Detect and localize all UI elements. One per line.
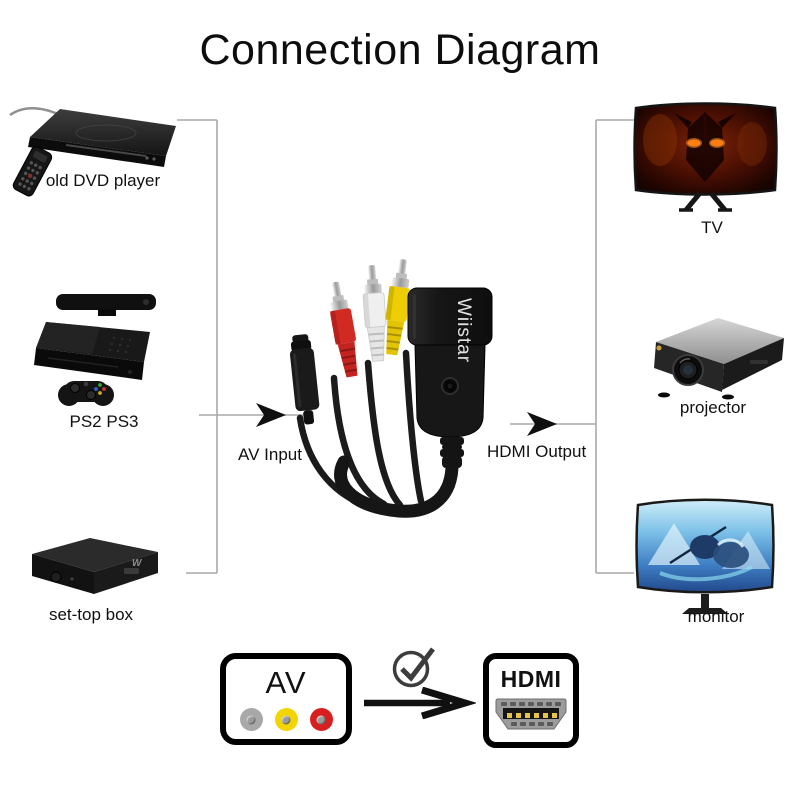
rca-plug-white xyxy=(362,265,387,362)
hdmi-output-label: HDMI Output xyxy=(487,442,587,461)
rca-jack-yellow-icon xyxy=(274,708,298,731)
av-cables xyxy=(296,349,425,510)
dvd-front-face xyxy=(28,137,166,167)
monitor-label: monitor xyxy=(687,607,745,626)
tv-image xyxy=(633,102,778,212)
monitor-image xyxy=(635,498,775,614)
rca-plug-red xyxy=(329,281,358,378)
dvd-top-face xyxy=(30,109,176,156)
monitor-art-mountains xyxy=(648,523,700,565)
hdmi-legend-box: HDMI xyxy=(483,653,579,748)
dvd-remote xyxy=(12,146,53,197)
page-title: Connection Diagram xyxy=(199,26,601,74)
converter-device: Wiistar xyxy=(407,287,493,468)
output-connector-line xyxy=(510,119,634,574)
rca-plug-yellow xyxy=(385,259,411,356)
checkmark-circle-icon xyxy=(392,647,435,688)
tv-label: TV xyxy=(701,218,723,237)
converter-strain-relief xyxy=(440,437,464,468)
rca-jacks-icon xyxy=(239,708,333,731)
set-top-box-image: W xyxy=(32,538,158,594)
av-input-arrow-icon xyxy=(256,403,286,427)
game-console-image xyxy=(34,294,156,406)
tv-stand xyxy=(679,191,732,212)
monitor-stand xyxy=(701,594,709,610)
hdmi-output-arrow-icon xyxy=(527,412,557,436)
set-top-box-label: set-top box xyxy=(48,605,134,624)
stb-front-face xyxy=(32,554,94,594)
av-legend-label: AV xyxy=(265,665,307,700)
dvd-player-label: old DVD player xyxy=(45,171,161,190)
av-legend-box: AV xyxy=(220,653,352,745)
stb-top-face xyxy=(32,538,158,572)
converter-cable-loop xyxy=(334,455,459,518)
projector-label: projector xyxy=(679,398,747,417)
converter-brand: Wiistar xyxy=(453,298,474,363)
rca-jack-white-icon xyxy=(239,708,263,731)
barrel-connector xyxy=(289,334,320,425)
hdmi-legend-label: HDMI xyxy=(500,666,562,692)
kinect-bar xyxy=(56,294,156,310)
dvd-player-image xyxy=(9,107,176,197)
right-arrow-icon xyxy=(364,687,476,719)
rca-jack-red-icon xyxy=(309,708,333,731)
av-to-hdmi-converter-image: Wiistar xyxy=(289,259,493,518)
svg-text:W: W xyxy=(132,558,143,569)
av-input-label: AV Input xyxy=(238,445,302,464)
monitor-art-figure xyxy=(690,535,720,559)
hdmi-connector-icon xyxy=(495,698,567,730)
projector-top-face xyxy=(656,318,784,364)
projector-image xyxy=(654,318,784,400)
tv-demon-art xyxy=(686,112,724,182)
input-connector-line xyxy=(177,119,313,574)
game-controller xyxy=(58,381,114,406)
game-console-label: PS2 PS3 xyxy=(69,412,139,431)
